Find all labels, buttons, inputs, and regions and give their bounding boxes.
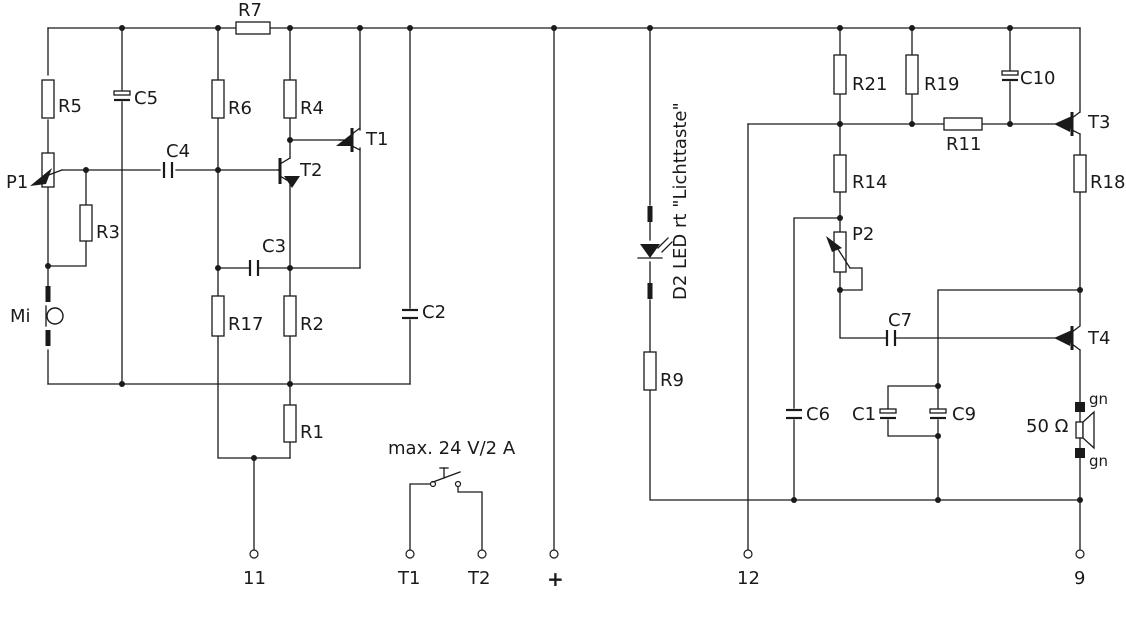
label-R14: R14 [852,172,887,193]
capacitor-C2 [402,308,418,320]
label-C10: C10 [1020,68,1055,89]
label-T4: T4 [1087,328,1110,349]
terminal-11 [249,549,259,559]
resistor-R14 [833,154,847,193]
label-R19: R19 [924,74,959,95]
resistor-R2 [283,295,297,337]
label-C2: C2 [422,302,446,323]
label-P2: P2 [852,224,874,245]
transistor-T1 [336,127,361,152]
resistor-R6 [211,79,225,119]
label-mic: Mi [10,306,31,327]
terminal-12 [743,549,753,559]
resistor-R9 [643,351,657,391]
capacitor-C1 [879,408,897,420]
label-P1: P1 [6,172,28,193]
label-C9: C9 [952,404,976,425]
push-switch [429,467,462,488]
label-R1: R1 [300,422,324,443]
junction-dots [45,25,1083,503]
wires [47,27,1081,551]
component-labels: R7 R5 C5 R6 R4 T1 C4 T2 P1 R3 C3 Mi R17 … [6,0,1125,470]
capacitor-C6 [786,408,802,420]
resistor-R19 [905,54,919,95]
label-C3: C3 [262,236,286,257]
label-R5: R5 [58,96,82,117]
label-R2: R2 [300,314,324,335]
transistor-T2 [277,139,300,188]
label-C6: C6 [806,404,830,425]
resistors [41,21,1087,443]
resistor-R4 [283,79,297,119]
label-led: D2 LED rt "Lichttaste" [670,102,691,300]
resistor-R5 [41,79,55,119]
label-T3: T3 [1087,112,1110,133]
label-R21: R21 [852,74,887,95]
label-gn-bottom: gn [1089,452,1108,470]
label-R9: R9 [660,370,684,391]
capacitor-C7 [885,330,897,346]
terminal-label-12: 12 [737,568,760,589]
microphone [45,286,64,346]
terminal-label-T2: T2 [467,568,490,589]
label-C7: C7 [888,310,912,331]
label-gn-top: gn [1089,390,1108,408]
label-R17: R17 [228,314,263,335]
label-R4: R4 [300,98,324,119]
capacitor-C9 [929,408,947,420]
label-T2: T2 [299,160,322,181]
resistor-R3 [79,204,93,242]
terminal-label-11: 11 [243,568,266,589]
terminal-label-T1: T1 [397,568,420,589]
label-R7: R7 [238,0,262,21]
resistor-R11 [943,117,983,131]
label-R18: R18 [1090,172,1125,193]
p1-wiper-arrow [30,168,52,186]
terminal-9 [1075,549,1085,559]
resistor-R21 [833,54,847,95]
transistor-T4 [1054,325,1081,351]
capacitor-C4 [162,162,174,178]
terminal-plus [549,549,559,559]
label-C1: C1 [852,404,876,425]
label-speaker: 50 Ω [1026,416,1069,437]
capacitors [113,70,1019,420]
terminal-T1 [405,549,415,559]
label-C4: C4 [166,141,190,162]
capacitor-C3 [248,260,260,276]
label-R6: R6 [228,98,252,119]
resistor-R18 [1073,154,1087,193]
terminal-label-plus: + [547,567,564,591]
label-C5: C5 [134,88,158,109]
terminals [249,549,1085,559]
led-D2 [637,206,673,299]
speaker [1075,402,1095,458]
label-switch-rating: max. 24 V/2 A [388,438,516,459]
terminal-label-9: 9 [1074,568,1085,589]
resistor-R17 [211,295,225,337]
terminal-T2 [477,549,487,559]
resistor-R7 [235,21,271,35]
terminal-labels: 11 T1 T2 + 12 9 [243,567,1085,591]
transistor-T3 [1054,111,1081,136]
resistor-R1 [283,404,297,443]
label-R11: R11 [946,134,981,155]
capacitor-C10 [1001,70,1019,82]
label-T1: T1 [365,129,388,150]
capacitor-C5 [113,90,131,102]
label-R3: R3 [96,222,120,243]
